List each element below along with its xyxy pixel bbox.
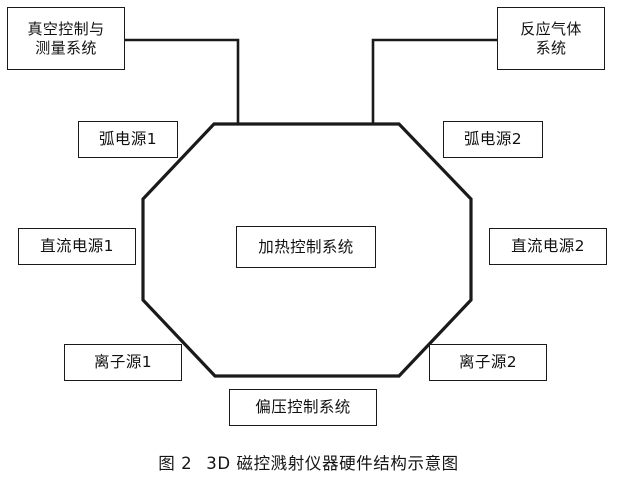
node-dc2-label: 直流电源2: [511, 237, 585, 256]
node-dc-power-supply-2[interactable]: 直流电源2: [489, 228, 607, 265]
node-arc-power-supply-2[interactable]: 弧电源2: [443, 121, 543, 158]
node-heating-label: 加热控制系统: [258, 237, 354, 256]
node-ion2-label: 离子源2: [459, 353, 517, 372]
node-dc-power-supply-1[interactable]: 直流电源1: [18, 228, 136, 265]
node-heating-control-system[interactable]: 加热控制系统: [236, 226, 376, 268]
node-ion-source-2[interactable]: 离子源2: [429, 344, 547, 381]
figure-caption: 图 2 3D 磁控溅射仪器硬件结构示意图: [0, 450, 617, 474]
node-arc2-label: 弧电源2: [464, 130, 522, 149]
figure-caption-text: 3D 磁控溅射仪器硬件结构示意图: [206, 454, 459, 473]
node-ion1-label: 离子源1: [94, 353, 152, 372]
node-ion-source-1[interactable]: 离子源1: [64, 344, 182, 381]
connector-vacuum: [125, 38, 240, 124]
figure-caption-label: 图 2: [158, 454, 193, 473]
node-vacuum-control-measurement-system[interactable]: 真空控制与 测量系统: [7, 7, 125, 70]
node-gas-line1: 反应气体: [520, 20, 582, 39]
connector-gas: [371, 38, 497, 124]
node-arc1-label: 弧电源1: [99, 130, 157, 149]
node-reactive-gas-system[interactable]: 反应气体 系统: [497, 7, 605, 70]
node-bias-control-system[interactable]: 偏压控制系统: [229, 389, 377, 426]
node-vacuum-line1: 真空控制与: [27, 20, 105, 39]
node-vacuum-line2: 测量系统: [35, 38, 97, 57]
node-dc1-label: 直流电源1: [40, 237, 114, 256]
node-arc-power-supply-1[interactable]: 弧电源1: [78, 121, 178, 158]
node-gas-line2: 系统: [535, 38, 567, 57]
node-bias-label: 偏压控制系统: [255, 398, 351, 417]
